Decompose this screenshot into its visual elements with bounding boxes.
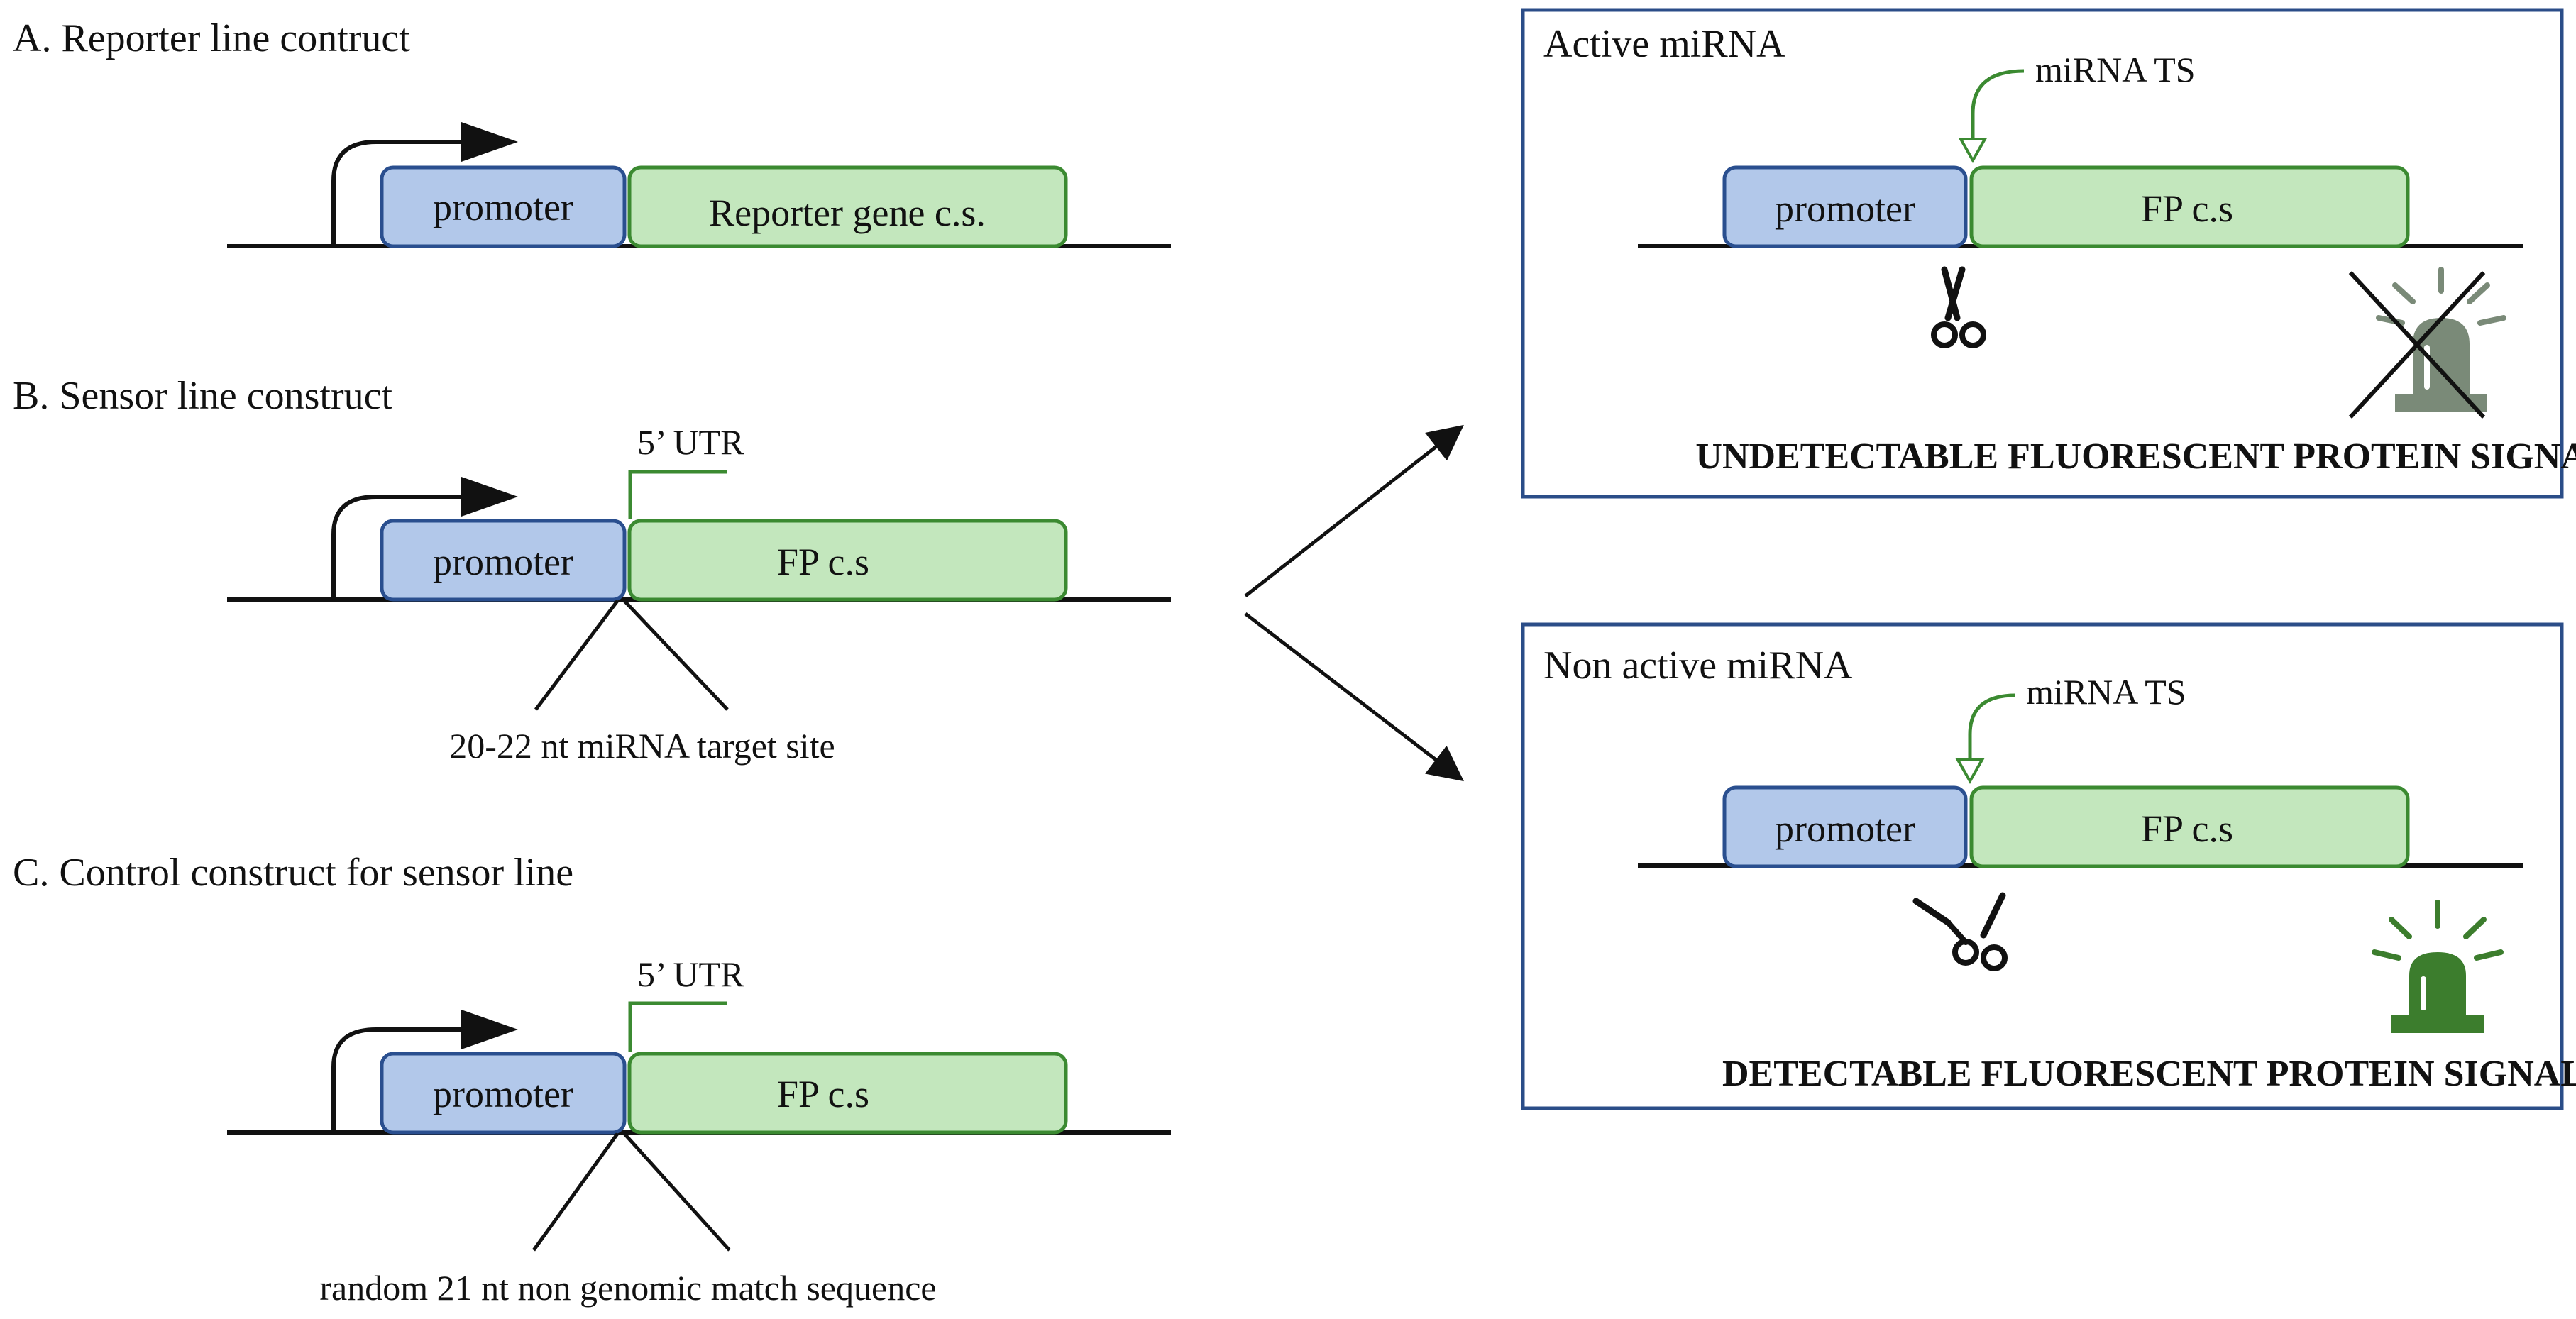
reporter-gene-box: [627, 165, 1068, 248]
detectable-signal-label: DETECTABLE FLUORESCENT PROTEIN SIGNAL: [1722, 1054, 2576, 1094]
panel-sensor-line: B. Sensor line construct 5’ UTR promoter…: [13, 374, 1171, 766]
target-site-left-line: [534, 600, 619, 711]
promoter-box: [1722, 165, 1968, 248]
arrow-head-icon: [461, 477, 518, 517]
fp-gene-box: [627, 519, 1068, 602]
random-site-label: random 21 nt non genomic match sequence: [319, 1268, 936, 1308]
scissors-closed-icon: [1931, 266, 1986, 348]
promoter-label: promoter: [1775, 187, 1915, 230]
panel-a-title: A. Reporter line contruct: [13, 16, 410, 60]
promoter-box: [1722, 785, 1968, 868]
beacon-crossed-icon: [2348, 267, 2506, 419]
arrow-head-icon: [461, 1010, 518, 1049]
arrow-to-nonactive: [1244, 612, 1464, 782]
promoter-label: promoter: [1775, 807, 1915, 850]
target-site-label: 20-22 nt miRNA target site: [449, 726, 835, 766]
transcription-start-arrow: [331, 495, 468, 598]
promoter-box: [380, 519, 627, 602]
panel-nonactive-mirna: Non active miRNA miRNA TS promoter FP c.…: [1521, 622, 2576, 1110]
random-site-right-line: [623, 1132, 731, 1252]
utr-label: 5’ UTR: [637, 954, 744, 994]
panel-active-mirna: Active miRNA miRNA TS promoter FP c.s: [1521, 8, 2576, 499]
reporter-gene-label: Reporter gene c.s.: [709, 192, 986, 234]
target-site-pointer: [1968, 693, 2016, 766]
panel-border: [1521, 622, 2564, 1110]
target-site-arrow-icon: [1955, 758, 1985, 785]
fp-gene-box: [627, 1052, 1068, 1135]
target-site-pointer: [1971, 69, 2025, 146]
panel-control-construct: C. Control construct for sensor line 5’ …: [13, 851, 1171, 1308]
utr-label: 5’ UTR: [637, 422, 744, 462]
promoter-label: promoter: [433, 541, 573, 583]
target-site-arrow-icon: [1958, 138, 1988, 164]
fp-gene-box: [1969, 165, 2410, 248]
fp-gene-box: [1969, 785, 2410, 868]
fp-gene-label: FP c.s: [777, 541, 869, 583]
promoter-label: promoter: [433, 186, 573, 228]
utr-marker: [628, 470, 727, 519]
undetectable-signal-label: UNDETECTABLE FLUORESCENT PROTEIN SIGNAL: [1695, 436, 2576, 477]
fp-gene-label: FP c.s: [2141, 187, 2233, 230]
transcription-start-arrow: [331, 1027, 468, 1131]
promoter-box: [380, 165, 627, 248]
beacon-icon: [2372, 900, 2504, 1033]
arrow-head-icon: [461, 122, 518, 162]
panel-border: [1521, 8, 2564, 499]
scissors-open-icon: [1912, 892, 2008, 971]
fp-gene-label: FP c.s: [777, 1073, 869, 1115]
panel-c-title: C. Control construct for sensor line: [13, 851, 573, 895]
promoter-box: [380, 1052, 627, 1135]
transcription-start-arrow: [331, 140, 468, 245]
mirna-ts-label: miRNA TS: [2035, 50, 2196, 89]
mirna-ts-label: miRNA TS: [2026, 672, 2186, 712]
fp-gene-label: FP c.s: [2141, 807, 2233, 850]
utr-marker: [628, 1001, 727, 1052]
nonactive-title: Non active miRNA: [1543, 644, 1853, 688]
active-title: Active miRNA: [1543, 22, 1785, 66]
arrow-to-active: [1244, 424, 1464, 597]
target-site-right-line: [623, 600, 729, 711]
promoter-label: promoter: [433, 1073, 573, 1115]
random-site-left-line: [532, 1132, 620, 1252]
panel-b-title: B. Sensor line construct: [13, 374, 392, 418]
panel-reporter-line: A. Reporter line contruct promoter Repor…: [13, 16, 1171, 248]
